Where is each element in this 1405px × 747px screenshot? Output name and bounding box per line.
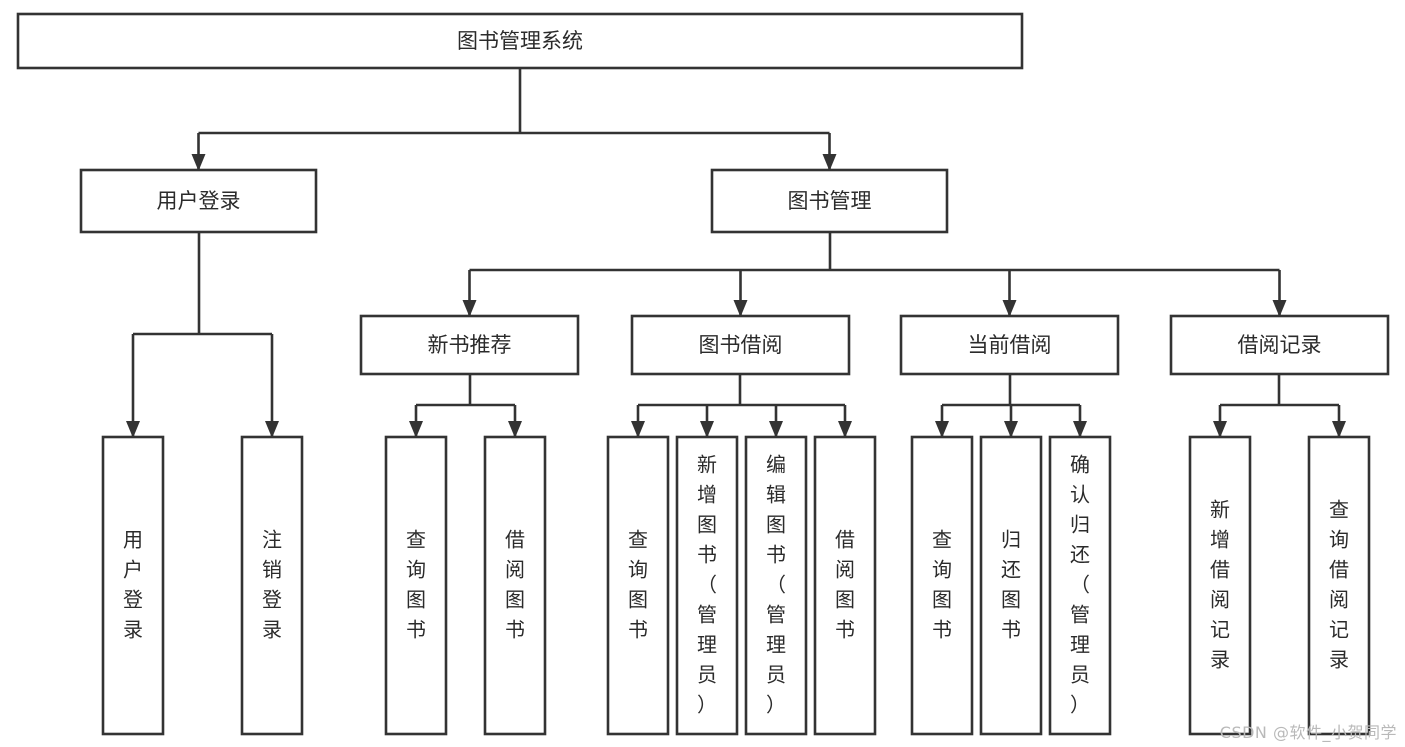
node-label-leaf-confirm-return: 确认归还（管理员） (1070, 452, 1090, 716)
node-leaf-add-book[interactable]: 新增图书（管理员） (675, 435, 739, 736)
node-label-book-borrow: 图书借阅 (699, 333, 783, 357)
node-label-leaf-query-book-current: 查询图书 (932, 527, 952, 641)
arrow-head-icon (935, 421, 949, 438)
node-label-leaf-user-login: 用户登录 (123, 527, 143, 641)
node-label-leaf-borrow-book: 借阅图书 (835, 527, 855, 641)
connector-bookmanage-to-level2 (462, 232, 1287, 317)
arrow-head-icon (631, 421, 645, 438)
arrow-head-icon (1213, 421, 1227, 438)
node-box-leaf-add-record[interactable] (1188, 435, 1252, 736)
node-root[interactable]: 图书管理系统 (16, 12, 1024, 70)
arrow-head-icon (1073, 421, 1087, 438)
arrow-head-icon (462, 300, 477, 317)
node-user-login[interactable]: 用户登录 (79, 168, 318, 234)
node-box-leaf-edit-book[interactable] (744, 435, 808, 736)
node-label-leaf-borrow-book-new: 借阅图书 (505, 527, 525, 641)
node-book-manage[interactable]: 图书管理 (710, 168, 949, 234)
node-label-new-book-recommend: 新书推荐 (428, 333, 512, 357)
node-leaf-query-record[interactable]: 查询借阅记录 (1307, 435, 1371, 736)
node-label-leaf-add-record: 新增借阅记录 (1210, 497, 1230, 671)
node-leaf-query-book-borrow[interactable]: 查询图书 (606, 435, 670, 736)
node-leaf-query-book-current[interactable]: 查询图书 (910, 435, 974, 736)
arrow-head-icon (508, 421, 522, 438)
node-label-leaf-edit-book: 编辑图书（管理员） (766, 452, 786, 716)
arrow-head-icon (191, 154, 206, 171)
node-box-book-borrow[interactable] (630, 314, 851, 376)
node-leaf-confirm-return[interactable]: 确认归还（管理员） (1048, 435, 1112, 736)
node-leaf-borrow-book-new[interactable]: 借阅图书 (483, 435, 547, 736)
connector-layer (126, 68, 1346, 438)
arrow-head-icon (838, 421, 852, 438)
arrow-head-icon (409, 421, 423, 438)
connector-bookborrow-to-leaves (631, 374, 852, 438)
node-label-borrow-record: 借阅记录 (1238, 333, 1322, 357)
connector-userlogin-to-leaves (126, 232, 279, 438)
node-box-leaf-user-login[interactable] (101, 435, 165, 736)
node-label-leaf-query-record: 查询借阅记录 (1329, 497, 1349, 671)
arrow-head-icon (822, 154, 837, 171)
node-box-new-book-recommend[interactable] (359, 314, 580, 376)
node-new-book-recommend[interactable]: 新书推荐 (359, 314, 580, 376)
node-box-user-login[interactable] (79, 168, 318, 234)
node-leaf-return-book[interactable]: 归还图书 (979, 435, 1043, 736)
node-layer: 图书管理系统用户登录图书管理新书推荐图书借阅当前借阅借阅记录用户登录注销登录查询… (16, 12, 1390, 736)
connector-root-to-level1 (191, 68, 837, 171)
node-box-leaf-query-book-new[interactable] (384, 435, 448, 736)
node-leaf-add-record[interactable]: 新增借阅记录 (1188, 435, 1252, 736)
node-label-leaf-return-book: 归还图书 (1001, 527, 1021, 641)
node-box-leaf-logout[interactable] (240, 435, 304, 736)
node-label-book-manage: 图书管理 (788, 189, 872, 213)
node-label-user-login: 用户登录 (157, 189, 241, 213)
node-box-leaf-add-book[interactable] (675, 435, 739, 736)
arrow-head-icon (769, 421, 783, 438)
arrow-head-icon (700, 421, 714, 438)
node-box-book-manage[interactable] (710, 168, 949, 234)
node-label-leaf-logout: 注销登录 (262, 527, 282, 641)
node-box-leaf-query-book-borrow[interactable] (606, 435, 670, 736)
csdn-watermark: CSDN @软件_小贺同学 (1219, 723, 1397, 742)
node-box-borrow-record[interactable] (1169, 314, 1390, 376)
arrow-head-icon (1004, 421, 1018, 438)
node-label-root: 图书管理系统 (457, 29, 583, 53)
connector-borrowrecord-to-leaves (1213, 374, 1346, 438)
node-box-leaf-query-book-current[interactable] (910, 435, 974, 736)
node-box-root[interactable] (16, 12, 1024, 70)
node-box-current-borrow[interactable] (899, 314, 1120, 376)
node-label-leaf-query-book-new: 查询图书 (406, 527, 426, 641)
arrow-head-icon (265, 421, 279, 438)
arrow-head-icon (1272, 300, 1287, 317)
node-label-leaf-query-book-borrow: 查询图书 (628, 527, 648, 641)
node-leaf-borrow-book[interactable]: 借阅图书 (813, 435, 877, 736)
node-box-leaf-confirm-return[interactable] (1048, 435, 1112, 736)
node-leaf-edit-book[interactable]: 编辑图书（管理员） (744, 435, 808, 736)
connector-newbook-to-leaves (409, 374, 522, 438)
node-box-leaf-return-book[interactable] (979, 435, 1043, 736)
node-leaf-query-book-new[interactable]: 查询图书 (384, 435, 448, 736)
arrow-head-icon (1332, 421, 1346, 438)
arrow-head-icon (1002, 300, 1017, 317)
connector-currentborrow-to-leaves (935, 374, 1087, 438)
arrow-head-icon (126, 421, 140, 438)
node-borrow-record[interactable]: 借阅记录 (1169, 314, 1390, 376)
arrow-head-icon (733, 300, 748, 317)
node-label-current-borrow: 当前借阅 (968, 333, 1052, 357)
node-leaf-user-login[interactable]: 用户登录 (101, 435, 165, 736)
node-book-borrow[interactable]: 图书借阅 (630, 314, 851, 376)
node-label-leaf-add-book: 新增图书（管理员） (697, 452, 717, 716)
node-box-leaf-query-record[interactable] (1307, 435, 1371, 736)
node-box-leaf-borrow-book-new[interactable] (483, 435, 547, 736)
node-leaf-logout[interactable]: 注销登录 (240, 435, 304, 736)
node-box-leaf-borrow-book[interactable] (813, 435, 877, 736)
node-current-borrow[interactable]: 当前借阅 (899, 314, 1120, 376)
